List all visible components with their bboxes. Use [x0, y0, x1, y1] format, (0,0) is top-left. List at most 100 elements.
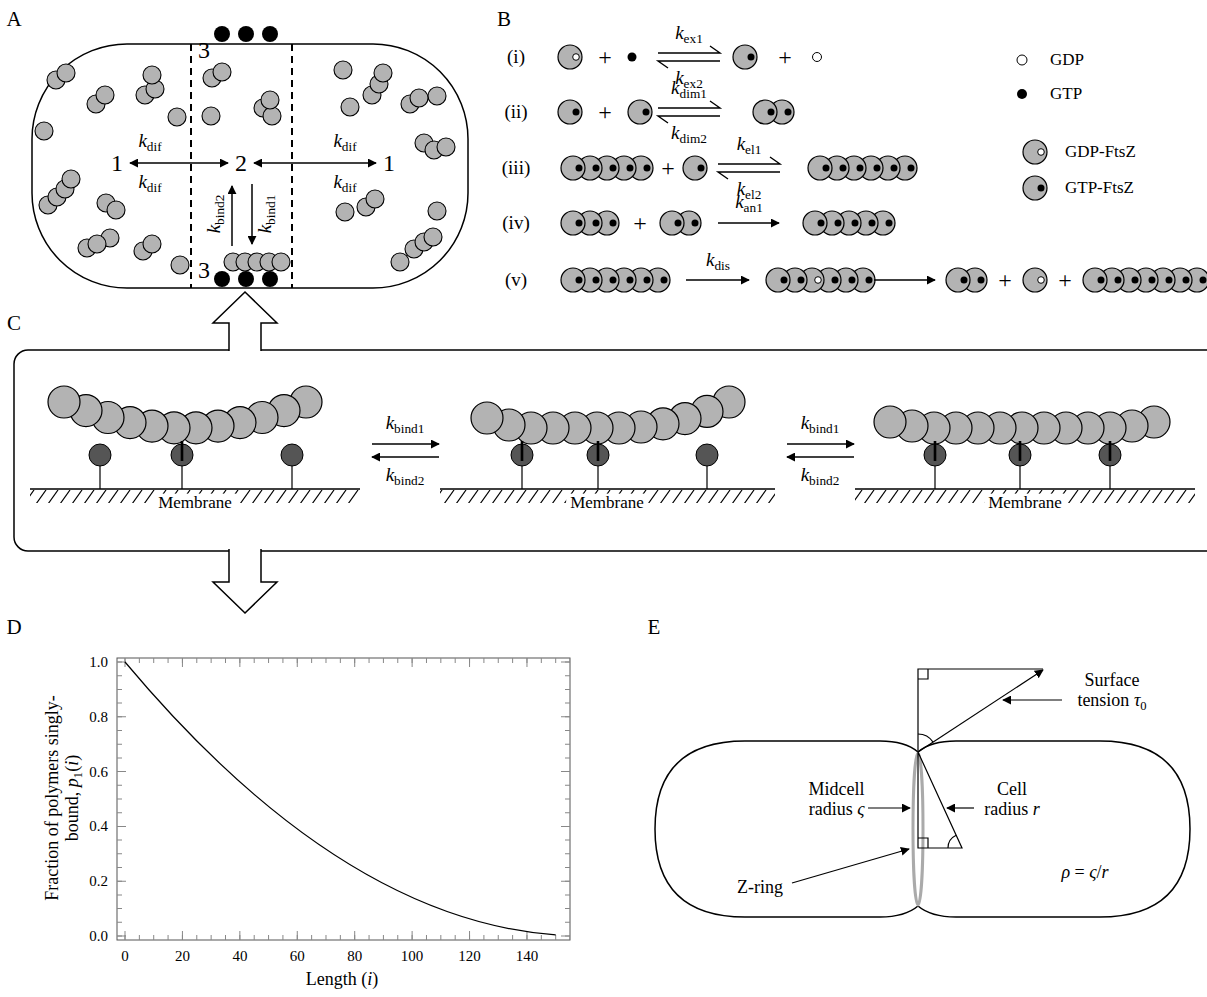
text-part: el2 [745, 187, 761, 202]
annotation: Midcell radius ς [780, 780, 865, 820]
text-part: k [737, 133, 745, 154]
text-part: bind2 [212, 195, 227, 225]
membrane-label: Membrane [984, 494, 1066, 513]
membrane-protein [214, 26, 278, 287]
text-part: Z-ring [737, 877, 783, 897]
reaction-scheme [753, 100, 777, 124]
text-part: 140 [516, 948, 539, 964]
text-part: k [801, 412, 809, 433]
reaction-scheme [628, 100, 652, 124]
region-number: 2 [230, 148, 252, 178]
rate-constant: kdim1 [671, 78, 707, 102]
text-part: k [671, 77, 679, 98]
text-part: Length [306, 969, 362, 989]
rate-constant: kdif [138, 172, 161, 196]
text-part: bind2 [394, 473, 424, 488]
text-part: 0.6 [89, 763, 108, 779]
dividing-cell [655, 741, 918, 917]
text-part: k [138, 130, 146, 151]
panel-letter: C [7, 312, 21, 335]
plot-frame [117, 658, 122, 937]
ftsz-polymer [213, 63, 231, 81]
ftsz-polymer [341, 98, 359, 116]
data-curve [125, 662, 556, 935]
text-part: 3 [198, 37, 210, 63]
rate-constant: kbind2 [204, 195, 228, 234]
region-number: 3 [198, 37, 210, 63]
text-part: = [1070, 862, 1089, 882]
annotation: Surface tension τ0 [1065, 671, 1160, 713]
text-part: 1.0 [89, 654, 108, 670]
region-number: 3 [198, 257, 210, 283]
tick-label: 20 [175, 948, 190, 965]
ftsz-polymer [428, 202, 446, 220]
text-part: 0.2 [89, 873, 108, 889]
text-part: + [1058, 267, 1072, 293]
text-part: bind1 [809, 421, 839, 436]
text-part: 0.0 [89, 928, 108, 944]
reaction-arrow [874, 279, 935, 280]
ftsz-polymer [57, 64, 75, 82]
text-part: + [598, 99, 612, 125]
text-part: ) [372, 969, 378, 989]
rate-constant: kdif [138, 131, 161, 155]
dividing-cell [918, 741, 1190, 917]
reaction-number: (i) [507, 47, 525, 68]
text-part: k [138, 171, 146, 192]
text-part: (v) [505, 269, 527, 290]
text-part: B [497, 7, 511, 31]
text-part: i [367, 969, 372, 989]
legend-sample [1017, 55, 1047, 200]
reaction-number: (iii) [502, 158, 531, 179]
panel-letter: D [6, 616, 21, 639]
rate-constant: kex1 [675, 23, 703, 47]
ftsz-polymer [374, 64, 392, 82]
text-part: + [633, 210, 647, 236]
text-part: 2 [235, 150, 247, 176]
geometry-construction [792, 669, 1062, 883]
reaction-scheme [660, 211, 684, 235]
reaction-scheme [683, 156, 707, 180]
plot-frame [561, 658, 570, 937]
text-part: 0.8 [89, 709, 108, 725]
rate-constant: kbind2 [801, 465, 840, 489]
text-part: A [6, 7, 21, 31]
diffusion-arrow [130, 162, 228, 164]
plot-frame [125, 931, 571, 940]
plot-frame [120, 658, 571, 938]
ftsz-polymer [48, 386, 80, 418]
text-part: (iii) [502, 157, 531, 178]
ftsz-polymer [428, 87, 446, 105]
ftsz-polymer [336, 203, 354, 221]
rate-arrow [372, 443, 439, 444]
ftsz-polymer [62, 170, 80, 188]
rate-arrow [231, 186, 233, 246]
membrane-protein [262, 26, 278, 42]
rate-constant: kbind1 [255, 195, 279, 234]
text-part: k [203, 225, 224, 233]
reaction-scheme [561, 156, 585, 180]
text-part: dif [147, 139, 162, 154]
cell-outline [291, 44, 293, 288]
plus-sign: + [598, 44, 612, 70]
text-part: ( [361, 969, 367, 989]
legend-label: GTP [1050, 85, 1082, 104]
text-part: 60 [290, 948, 305, 964]
text-part: 3 [198, 257, 210, 283]
text-part: ) [62, 755, 82, 761]
geometry-construction [918, 734, 933, 742]
reaction-arrow [718, 222, 779, 223]
reaction-arrow [658, 101, 720, 108]
text-part: τ [1134, 690, 1140, 710]
text-part: Midcell radius [809, 779, 865, 819]
reaction-arrow [658, 46, 935, 280]
plot-frame [117, 658, 570, 940]
text-part: dif [147, 180, 162, 195]
text-part: C [7, 311, 21, 335]
membrane-protein [182, 441, 1110, 461]
text-part: dim1 [680, 86, 707, 101]
text-part: bind2 [809, 473, 839, 488]
text-part: 1 [111, 150, 123, 176]
text-part: bind1 [394, 421, 424, 436]
text-part: (i) [507, 46, 525, 67]
